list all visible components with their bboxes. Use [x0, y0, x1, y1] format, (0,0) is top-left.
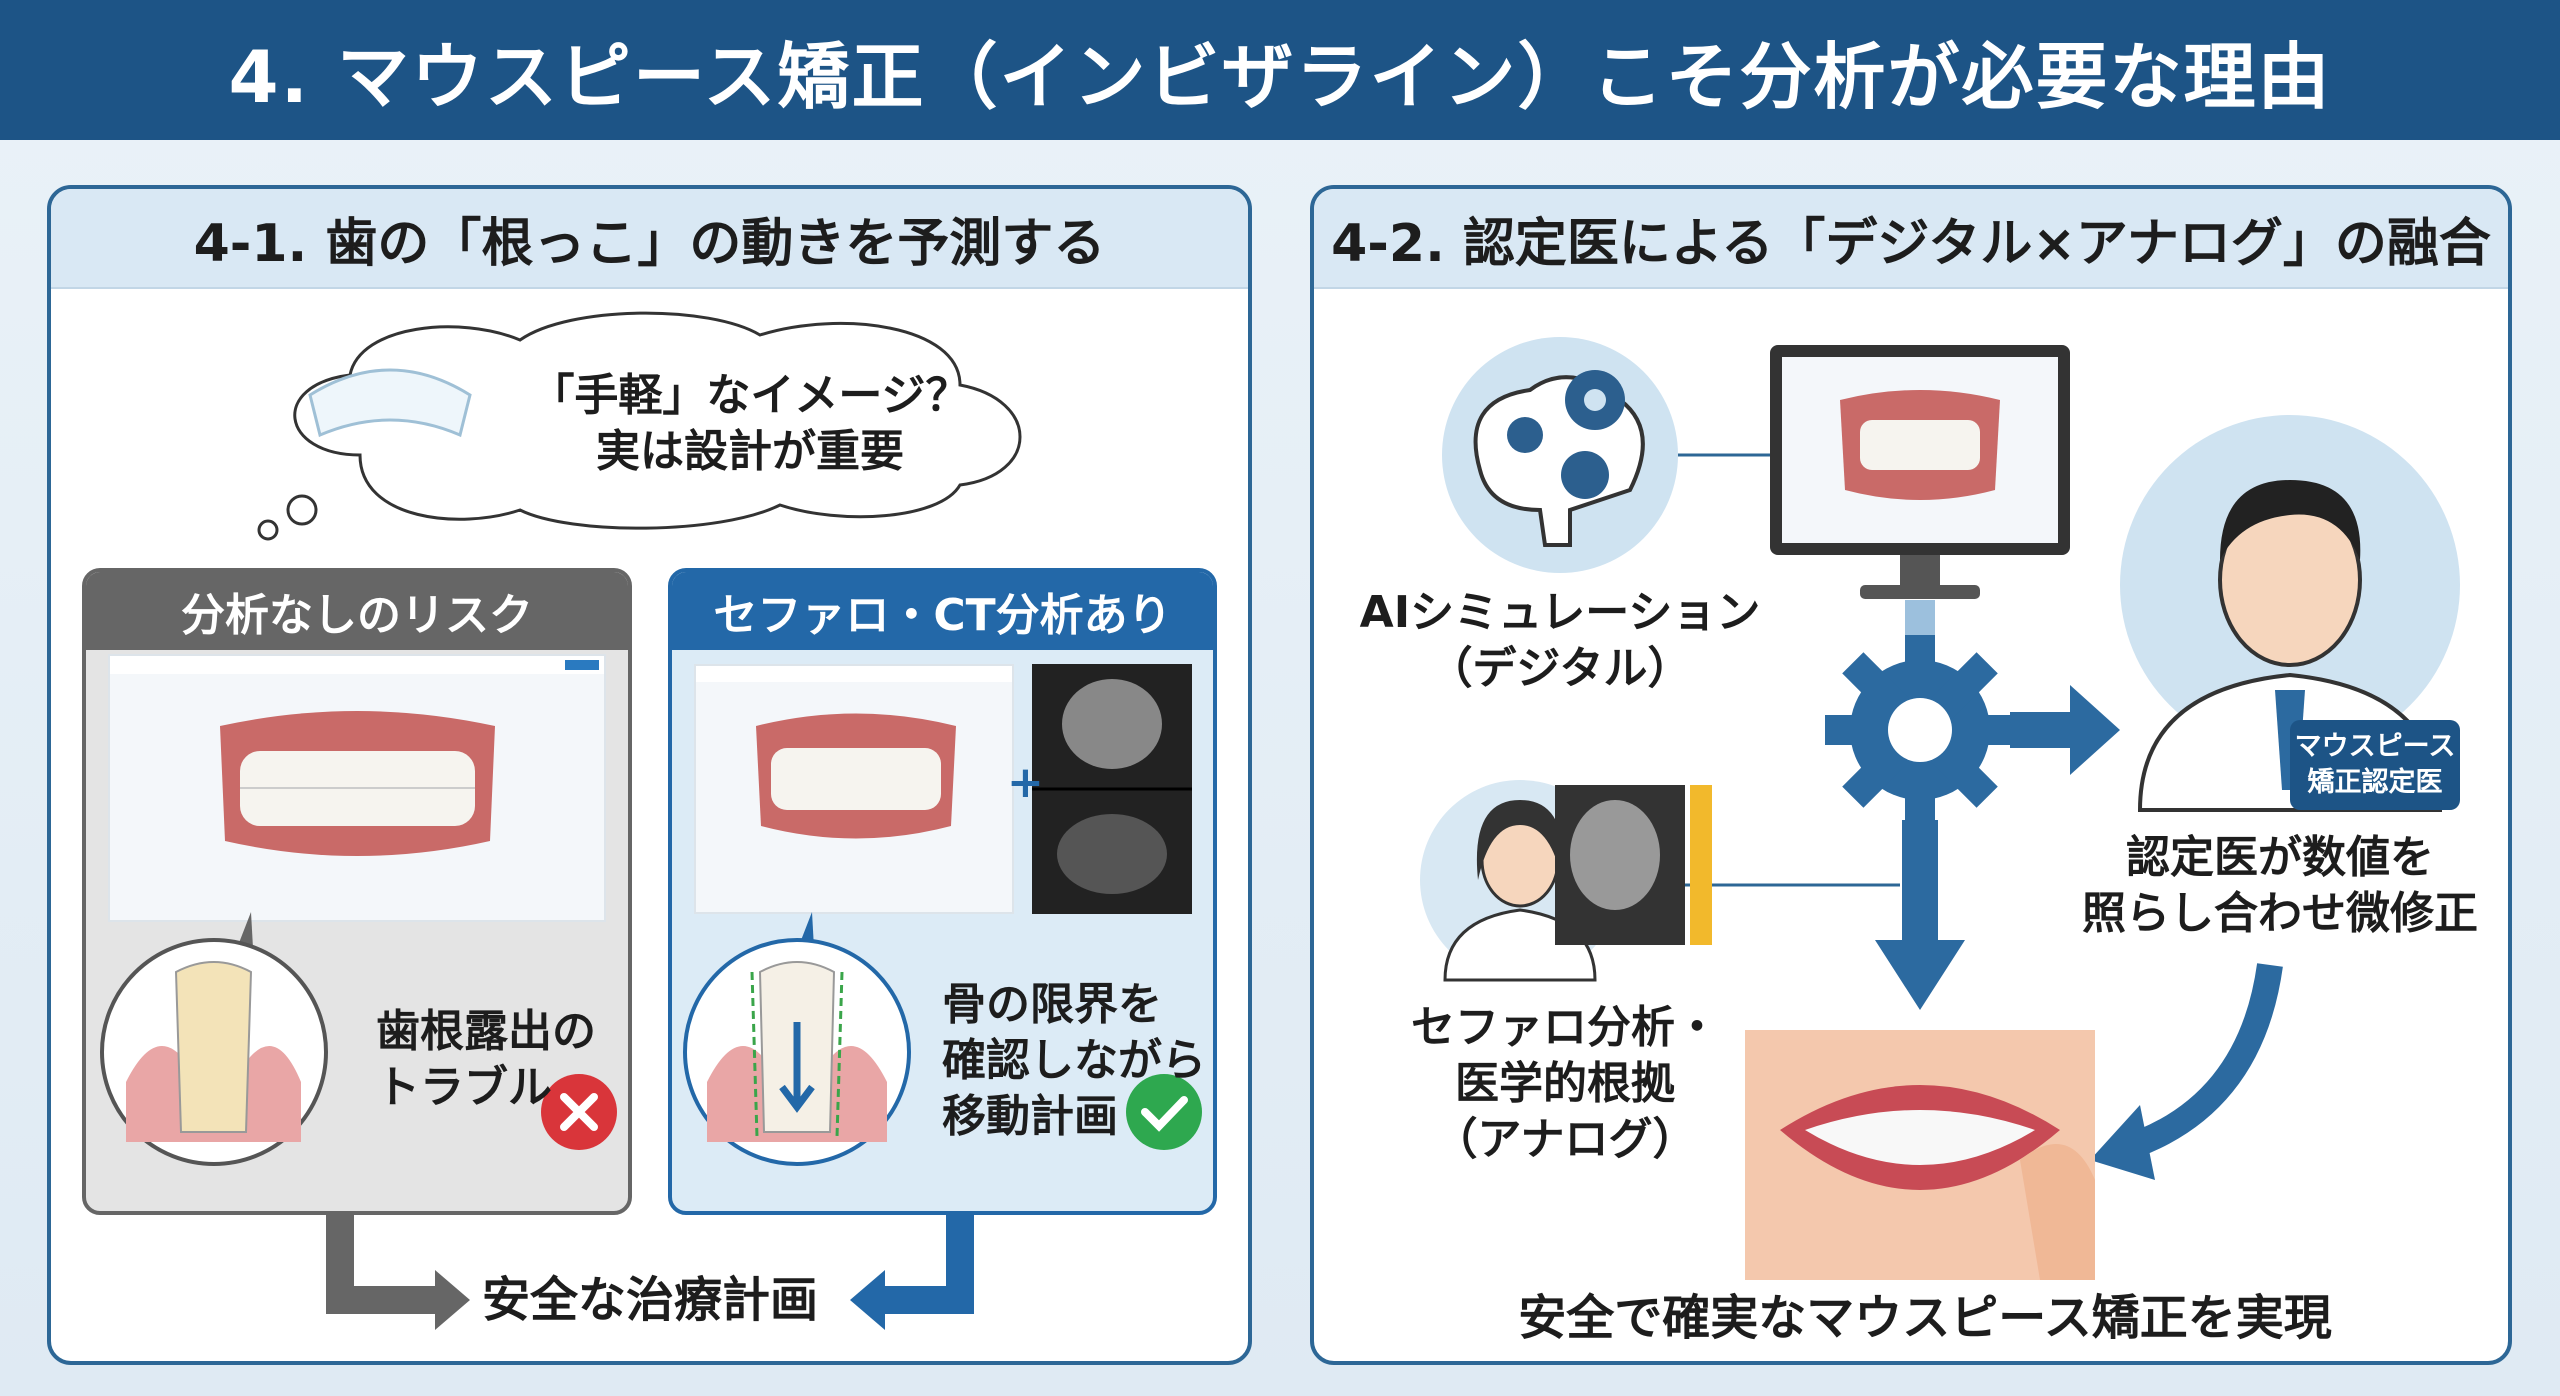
caption-line: 歯根露出の	[376, 1006, 596, 1057]
left-panel-title: 4-1. 歯の「根っこ」の動きを予測する	[51, 189, 1248, 289]
merge-arrows	[326, 1215, 974, 1330]
label-line: 認定医が数値を	[2126, 832, 2434, 883]
doctor-label: 認定医が数値を 照らし合わせ微修正	[2030, 830, 2530, 942]
page-header: 4. マウスピース矯正（インビザライン）こそ分析が必要な理由	[0, 0, 2560, 140]
label-line: 照らし合わせ微修正	[2082, 888, 2478, 939]
ai-simulation-label: AIシミュレーション （デジタル）	[1330, 585, 1790, 697]
analysis-card: セファロ・CT分析あり + 骨の限界を 確認しながら 移動計画	[668, 568, 1217, 1215]
risk-card: 分析なしのリスク 歯根露出の トラブル	[82, 568, 632, 1215]
simulation-screenshot	[694, 664, 1014, 914]
workflow-diagram	[1420, 337, 2460, 1280]
caption-line: トラブル	[376, 1062, 552, 1113]
page-title: 4. マウスピース矯正（インビザライン）こそ分析が必要な理由	[228, 34, 2332, 119]
certified-doctor-badge: マウスピース 矯正認定医	[2290, 720, 2460, 810]
ceph-analysis-label: セファロ分析・ 医学的根拠 （アナログ）	[1335, 1000, 1795, 1168]
label-line: セファロ分析・	[1411, 1002, 1719, 1053]
monitor-icon	[1770, 345, 2070, 599]
gear-icon	[1825, 635, 2015, 825]
smile-photo	[1745, 1030, 2095, 1280]
check-mark-icon	[1126, 1074, 1202, 1150]
right-panel-title: 4-2. 認定医による「デジタル×アナログ」の融合	[1314, 189, 2508, 289]
badge-line: 矯正認定医	[2307, 767, 2443, 798]
analysis-card-title: セファロ・CT分析あり	[672, 572, 1213, 650]
label-line: 医学的根拠	[1455, 1058, 1675, 1109]
label-line: （デジタル）	[1428, 643, 1692, 694]
simulation-screenshot	[108, 654, 606, 922]
caption-line: 移動計画	[942, 1091, 1118, 1142]
risk-card-title: 分析なしのリスク	[86, 572, 628, 650]
right-result: 安全で確実なマウスピース矯正を実現	[1518, 1290, 2332, 1346]
plus-icon: +	[1007, 757, 1044, 808]
ct-xray-image	[1032, 664, 1192, 914]
badge-line: マウスピース	[2294, 731, 2456, 762]
label-line: （アナログ）	[1433, 1114, 1697, 1165]
left-result: 安全な治療計画	[481, 1272, 818, 1328]
thought-line: 実は設計が重要	[596, 426, 904, 477]
ruler-icon	[1690, 785, 1712, 945]
aligner-icon	[308, 368, 472, 438]
risk-caption: 歯根露出の トラブル	[376, 1004, 596, 1116]
caption-line: 確認しながら	[942, 1035, 1206, 1086]
label-line: AIシミュレーション	[1359, 587, 1761, 638]
caption-line: 骨の限界を	[942, 979, 1162, 1030]
thought-bubble	[257, 311, 1022, 541]
thought-text: 「手軽」なイメージ？ 実は設計が重要	[490, 368, 1010, 480]
analysis-caption: 骨の限界を 確認しながら 移動計画	[942, 977, 1206, 1145]
thought-line: 「手軽」なイメージ？	[530, 370, 970, 421]
